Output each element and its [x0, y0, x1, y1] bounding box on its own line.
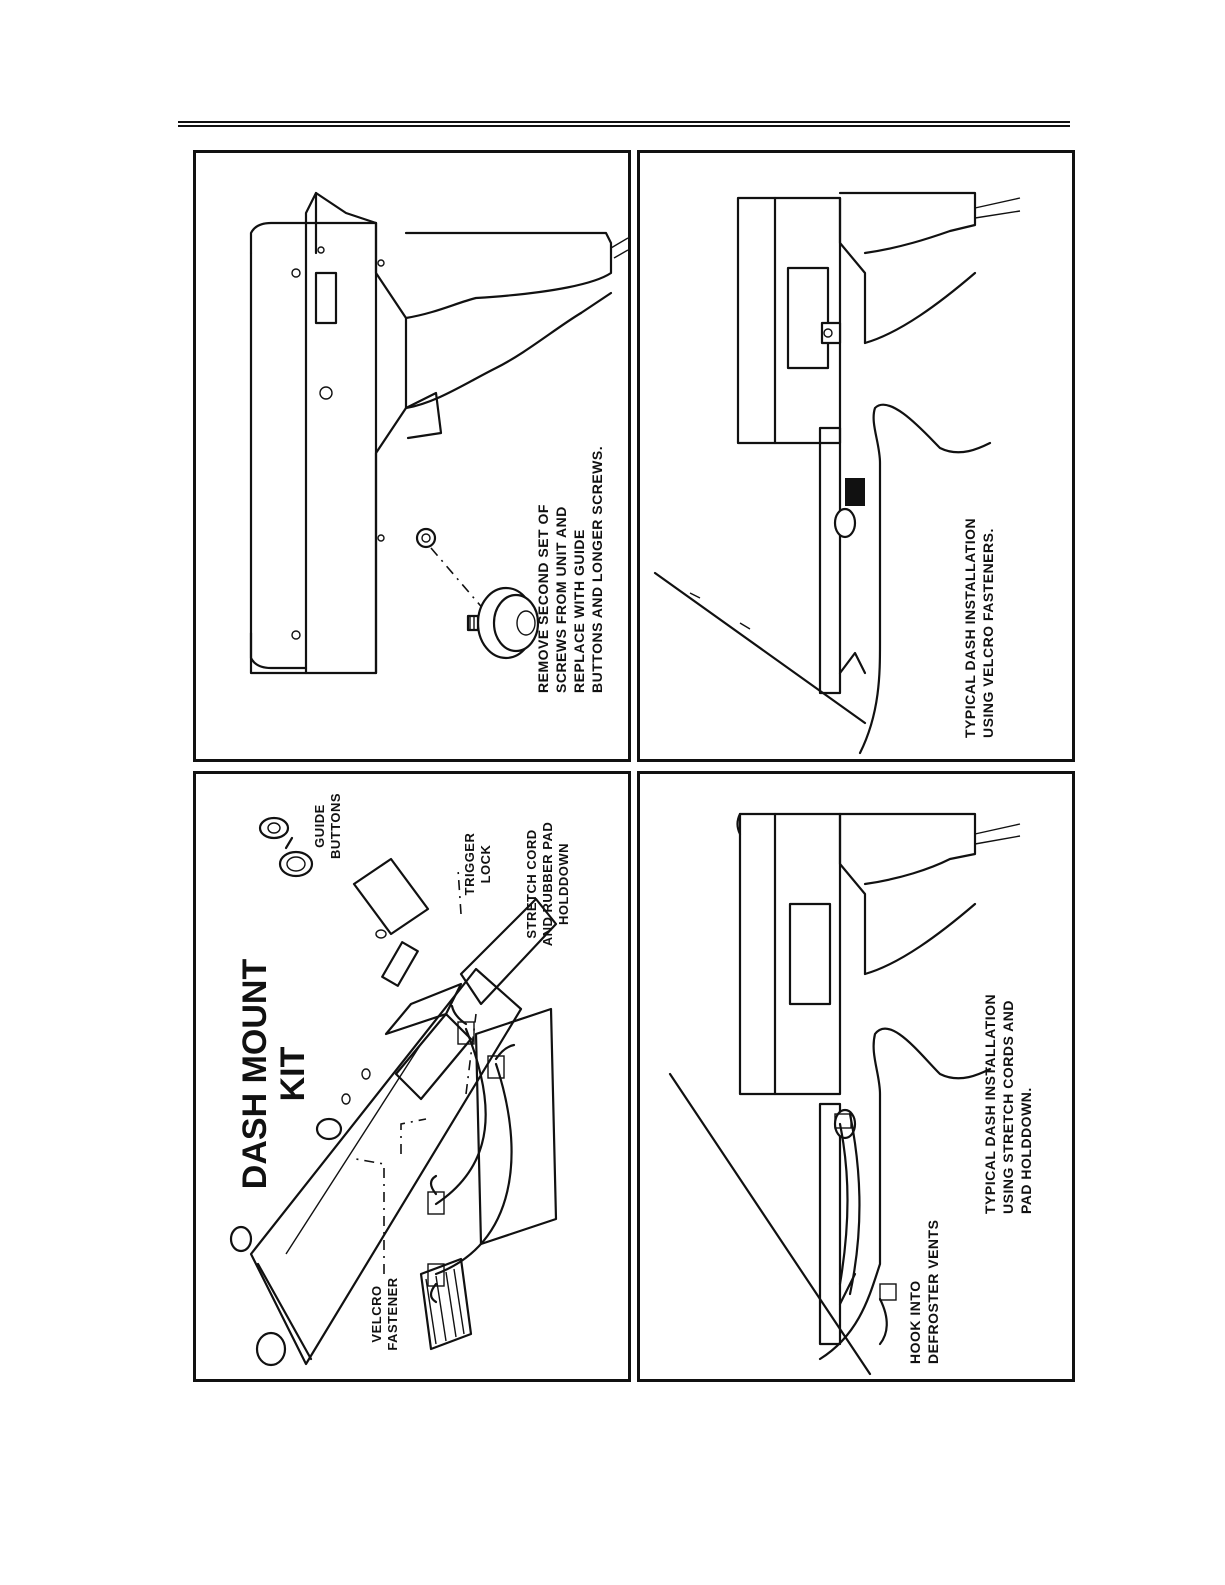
label-hook-line2: DEFROSTER VENTS	[925, 1220, 941, 1364]
label-stretch-cord-line1: STRETCH CORD	[524, 829, 539, 938]
caption-velcro-install: TYPICAL DASH INSTALLATION USING VELCRO F…	[962, 518, 996, 738]
label-trigger-lock-line2: LOCK	[478, 844, 493, 883]
panel-dash-mount-kit: DASH MOUNT KIT GUIDE BUTTONS TRIGGER LOC…	[193, 771, 631, 1382]
velcro-illustration	[419, 1257, 473, 1351]
stretch-cords-illustration	[427, 1004, 516, 1304]
label-guide-buttons-line2: BUTTONS	[328, 793, 343, 859]
label-velcro: VELCRO FASTENER	[369, 1277, 400, 1350]
caption-remove-screws-line4: BUTTONS AND LONGER SCREWS.	[589, 446, 605, 693]
panel-stretch-cord-install: TYPICAL DASH INSTALLATION USING STRETCH …	[637, 771, 1075, 1382]
label-guide-buttons: GUIDE BUTTONS	[312, 793, 343, 859]
guide-button-illustration	[466, 586, 540, 660]
caption-remove-screws-line2: SCREWS FROM UNIT AND	[553, 506, 569, 693]
caption-cord-install: TYPICAL DASH INSTALLATION USING STRETCH …	[982, 994, 1034, 1214]
caption-remove-screws-line1: REMOVE SECOND SET OF	[535, 504, 551, 693]
header-rule-top	[178, 121, 1070, 123]
kit-title-line1: DASH MOUNT	[236, 959, 274, 1190]
panel-remove-screws: REMOVE SECOND SET OF SCREWS FROM UNIT AN…	[193, 150, 631, 762]
kit-illustration	[229, 816, 558, 1367]
kit-title-line2: KIT	[274, 1046, 312, 1101]
label-hook-line1: HOOK INTO	[907, 1280, 923, 1364]
caption-cord-install-line3: PAD HOLDDOWN.	[1018, 1087, 1034, 1214]
cord-install-illustration	[668, 812, 1021, 1376]
guide-buttons-illustration	[258, 816, 314, 878]
label-velcro-line1: VELCRO	[369, 1285, 384, 1342]
label-trigger-lock: TRIGGER LOCK	[462, 833, 493, 896]
caption-cord-install-line2: USING STRETCH CORDS AND	[1000, 1000, 1016, 1214]
label-velcro-line2: FASTENER	[385, 1277, 400, 1350]
velcro-install-illustration	[653, 191, 1021, 755]
header-rule-bottom	[178, 125, 1070, 127]
radar-unit-illustration	[249, 191, 628, 675]
label-trigger-lock-line1: TRIGGER	[462, 833, 477, 896]
panel-velcro-install: TYPICAL DASH INSTALLATION USING VELCRO F…	[637, 150, 1075, 762]
caption-velcro-install-line1: TYPICAL DASH INSTALLATION	[962, 518, 978, 738]
kit-title: DASH MOUNT KIT	[236, 959, 312, 1190]
label-stretch-cord-line2: AND RUBBER PAD	[540, 822, 555, 946]
caption-remove-screws-line3: REPLACE WITH GUIDE	[571, 529, 587, 693]
label-stretch-cord: STRETCH CORD AND RUBBER PAD HOLDDOWN	[524, 822, 571, 946]
caption-remove-screws: REMOVE SECOND SET OF SCREWS FROM UNIT AN…	[535, 446, 605, 693]
label-stretch-cord-line3: HOLDDOWN	[556, 843, 571, 925]
label-hook-defroster: HOOK INTO DEFROSTER VENTS	[907, 1220, 941, 1364]
label-guide-buttons-line1: GUIDE	[312, 804, 327, 848]
caption-cord-install-line1: TYPICAL DASH INSTALLATION	[982, 994, 998, 1214]
caption-velcro-install-line2: USING VELCRO FASTENERS.	[980, 528, 996, 738]
